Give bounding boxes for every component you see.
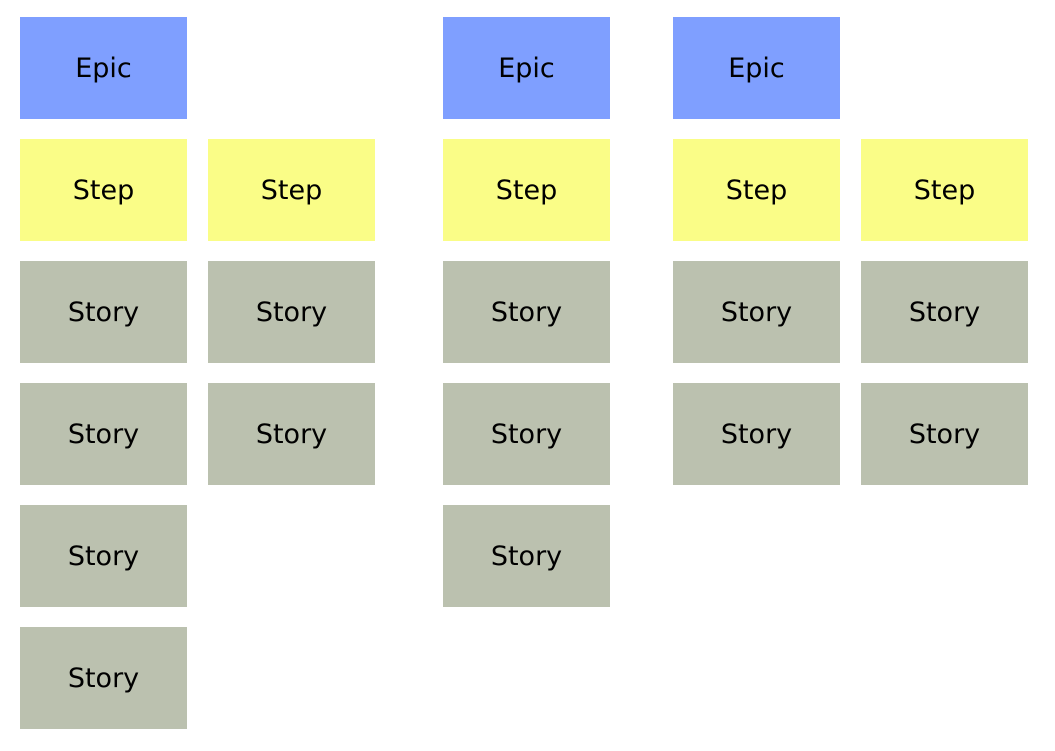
epic-label: Epic <box>75 52 132 84</box>
epic-card-2[interactable]: Epic <box>443 17 610 119</box>
story-card-1-1-1[interactable]: Story <box>20 261 187 363</box>
story-card-3-1-2[interactable]: Story <box>673 383 840 485</box>
story-card-1-1-4[interactable]: Story <box>20 627 187 729</box>
epic-card-3[interactable]: Epic <box>673 17 840 119</box>
story-label: Story <box>67 540 140 572</box>
story-card-3-2-1[interactable]: Story <box>861 261 1028 363</box>
story-card-1-2-1[interactable]: Story <box>208 261 375 363</box>
story-label: Story <box>67 296 140 328</box>
story-label: Story <box>720 418 793 450</box>
step-card-2-1[interactable]: Step <box>443 139 610 241</box>
story-label: Story <box>255 296 328 328</box>
story-card-1-2-2[interactable]: Story <box>208 383 375 485</box>
story-card-3-2-2[interactable]: Story <box>861 383 1028 485</box>
story-label: Story <box>67 418 140 450</box>
story-label: Story <box>490 418 563 450</box>
story-card-1-1-2[interactable]: Story <box>20 383 187 485</box>
step-card-3-2[interactable]: Step <box>861 139 1028 241</box>
step-label: Step <box>913 174 976 206</box>
story-label: Story <box>490 296 563 328</box>
story-card-3-1-1[interactable]: Story <box>673 261 840 363</box>
story-label: Story <box>67 662 140 694</box>
epic-label: Epic <box>498 52 555 84</box>
story-card-2-1-2[interactable]: Story <box>443 383 610 485</box>
story-label: Story <box>255 418 328 450</box>
step-label: Step <box>72 174 135 206</box>
step-label: Step <box>495 174 558 206</box>
story-card-1-1-3[interactable]: Story <box>20 505 187 607</box>
story-label: Story <box>490 540 563 572</box>
step-label: Step <box>725 174 788 206</box>
story-label: Story <box>908 418 981 450</box>
step-card-1-1[interactable]: Step <box>20 139 187 241</box>
story-card-2-1-1[interactable]: Story <box>443 261 610 363</box>
story-label: Story <box>908 296 981 328</box>
story-label: Story <box>720 296 793 328</box>
step-card-3-1[interactable]: Step <box>673 139 840 241</box>
story-card-2-1-3[interactable]: Story <box>443 505 610 607</box>
epic-label: Epic <box>728 52 785 84</box>
step-label: Step <box>260 174 323 206</box>
epic-card-1[interactable]: Epic <box>20 17 187 119</box>
step-card-1-2[interactable]: Step <box>208 139 375 241</box>
